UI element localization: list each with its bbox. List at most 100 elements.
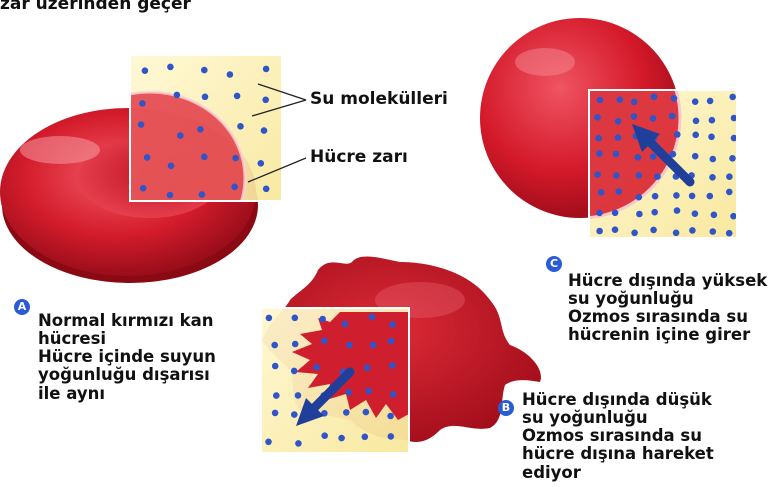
water-molecule [291, 368, 298, 375]
water-molecule [594, 114, 601, 121]
water-molecule [263, 66, 270, 73]
water-molecule [271, 342, 278, 349]
water-molecule [295, 392, 302, 399]
water-molecule [177, 132, 184, 139]
water-molecule [710, 228, 717, 235]
water-molecule [650, 115, 657, 122]
water-molecule [292, 315, 299, 322]
water-molecule [365, 388, 372, 395]
water-molecule [689, 193, 696, 200]
water-molecule [291, 411, 298, 418]
water-molecule [730, 213, 737, 220]
water-molecule [345, 389, 352, 396]
water-molecule [369, 314, 376, 321]
water-molecule [144, 154, 151, 161]
water-molecule [726, 189, 733, 196]
water-molecule [631, 230, 638, 237]
water-molecule [321, 338, 328, 345]
water-molecule [707, 98, 714, 105]
water-molecule [671, 95, 678, 102]
water-molecule [596, 228, 603, 235]
water-molecule [673, 230, 680, 237]
water-molecule [261, 127, 268, 134]
membrane-inset-b [261, 308, 409, 453]
water-molecule [596, 210, 603, 217]
caption-b-line: hücre dışına hareket [522, 445, 714, 463]
water-molecule [674, 131, 681, 138]
water-molecule [201, 154, 208, 161]
water-molecule [726, 173, 733, 180]
water-molecule [140, 185, 147, 192]
water-molecule [387, 413, 394, 420]
water-molecule [321, 432, 328, 439]
water-molecule [709, 174, 716, 181]
water-molecule [674, 207, 681, 214]
water-molecule [612, 226, 619, 233]
water-molecule [654, 173, 661, 180]
water-molecule [615, 118, 622, 125]
caption-a-line: hücresi [38, 330, 216, 348]
water-molecule [711, 212, 718, 219]
water-molecule [636, 172, 643, 179]
water-molecule [346, 342, 353, 349]
water-molecule [202, 94, 209, 101]
water-molecule [707, 193, 714, 200]
water-molecule [692, 210, 699, 217]
water-molecule [615, 134, 622, 141]
water-molecule [388, 433, 395, 440]
water-molecule [650, 227, 657, 234]
caption-a-line: ile aynı [38, 385, 216, 403]
water-molecule [201, 67, 208, 74]
water-molecule [139, 100, 146, 107]
water-molecule [273, 392, 280, 399]
water-molecule [142, 67, 149, 74]
caption-b-line: su yoğunluğu [522, 409, 714, 427]
water-molecule [389, 321, 396, 328]
water-molecule [617, 96, 624, 103]
water-molecule [692, 153, 699, 160]
water-molecule [138, 121, 145, 128]
water-molecule [390, 391, 397, 398]
water-molecule [708, 134, 715, 141]
water-molecule [174, 92, 181, 99]
water-molecule [613, 151, 620, 158]
water-molecule [167, 64, 174, 71]
water-molecule [631, 113, 638, 120]
water-molecule [388, 338, 395, 345]
top-caption-fragment: zar üzerinden geçer [0, 0, 191, 14]
water-molecule [258, 160, 265, 167]
badge-a: A [14, 299, 30, 315]
water-molecule [168, 163, 175, 170]
water-molecule [631, 99, 638, 106]
water-molecule [263, 186, 270, 193]
water-molecule [669, 113, 676, 120]
water-molecule [272, 363, 279, 370]
water-molecule [265, 439, 272, 446]
water-molecule [231, 184, 238, 191]
water-molecule [673, 192, 680, 199]
water-molecule [726, 230, 733, 237]
water-molecule [197, 126, 204, 133]
water-molecule [234, 93, 241, 100]
water-molecule [729, 94, 736, 101]
water-molecule [651, 94, 658, 101]
caption-c-line: Hücre dışında yüksek [568, 272, 767, 290]
water-molecule [313, 364, 320, 371]
water-molecule [636, 194, 643, 201]
caption-b-line: Hücre dışında düşük [522, 391, 714, 409]
water-molecule [319, 316, 326, 323]
water-molecule [295, 440, 302, 447]
water-molecule [362, 434, 369, 441]
badge-b: B [498, 400, 514, 416]
water-molecule [389, 362, 396, 369]
water-molecule [650, 153, 657, 160]
water-molecule [689, 227, 696, 234]
label-cell-membrane: Hücre zarı [310, 148, 408, 166]
water-molecule [613, 172, 620, 179]
label-water-molecules: Su molekülleri [310, 90, 448, 108]
caption-c-line: Ozmos sırasında su [568, 308, 767, 326]
water-molecule [342, 321, 349, 328]
water-molecule [595, 135, 602, 142]
water-molecule [636, 211, 643, 218]
water-molecule [594, 171, 601, 178]
